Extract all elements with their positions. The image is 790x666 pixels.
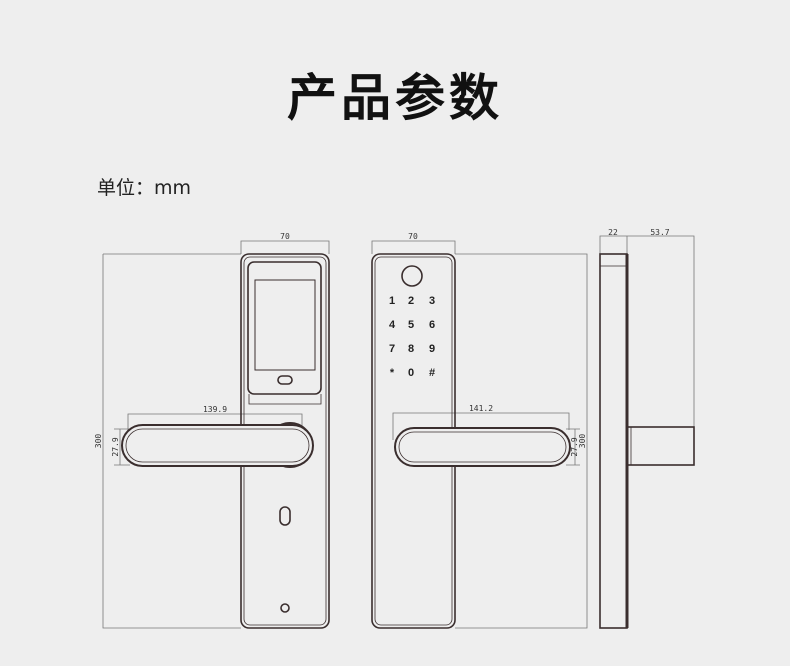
back-width-label: 70 <box>408 232 418 241</box>
back-view <box>371 253 571 629</box>
key-hash: # <box>429 367 435 379</box>
back-lever-length-label: 141.2 <box>469 404 493 413</box>
side-view <box>599 253 695 629</box>
front-height-label: 300 <box>94 434 103 449</box>
front-width-label: 70 <box>280 232 290 241</box>
dimension-lines <box>102 235 695 629</box>
fingerprint-reader <box>401 265 423 287</box>
key-9: 9 <box>429 343 435 355</box>
front-lever <box>121 424 314 467</box>
fingerprint-sensor <box>277 375 293 385</box>
front-view <box>121 253 330 629</box>
key-8: 8 <box>408 343 414 355</box>
key-4: 4 <box>389 319 396 331</box>
key-star: * <box>390 367 395 379</box>
front-lever-height-label: 27.9 <box>111 437 120 456</box>
key-5: 5 <box>408 319 414 331</box>
back-lever-height-label: 27.9 <box>570 437 579 456</box>
back-height-label: 300 <box>578 434 587 449</box>
unit-label: 单位：mm <box>97 177 192 199</box>
key-1: 1 <box>389 295 395 307</box>
keyhole <box>279 506 291 526</box>
side-thickness-label: 22 <box>608 228 618 237</box>
side-handle <box>626 426 695 466</box>
side-handle-depth-label: 53.7 <box>650 228 669 237</box>
key-0: 0 <box>408 367 414 379</box>
key-6: 6 <box>429 319 435 331</box>
key-3: 3 <box>429 295 435 307</box>
page-title: 产品参数 <box>287 69 503 127</box>
screen <box>254 279 316 371</box>
back-lever <box>394 427 571 467</box>
front-lever-length-label: 139.9 <box>203 405 227 414</box>
keypad: 1 2 3 4 5 6 7 8 9 * 0 # <box>389 295 435 379</box>
key-7: 7 <box>389 343 395 355</box>
key-2: 2 <box>408 295 414 307</box>
